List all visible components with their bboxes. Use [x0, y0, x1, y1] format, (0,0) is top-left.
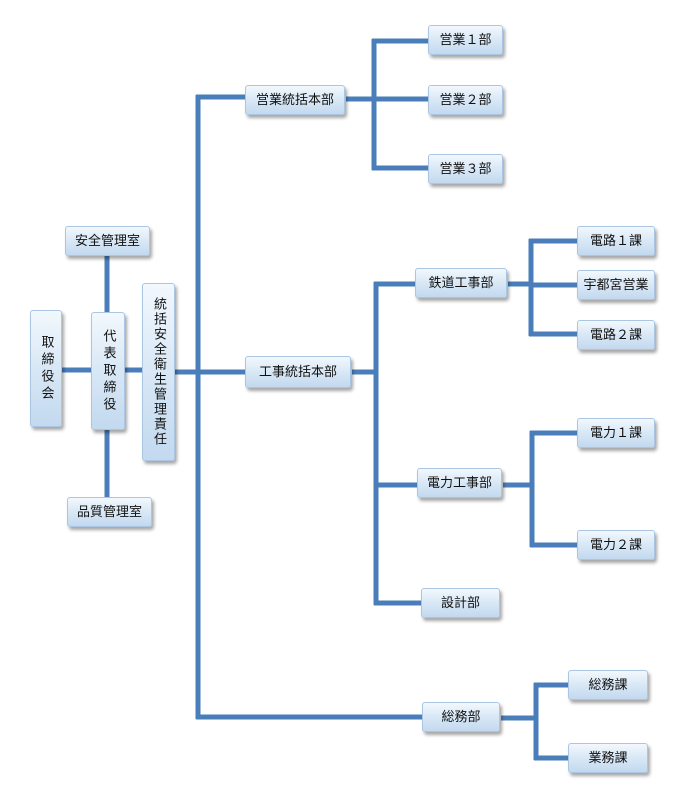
board-box: 取締役会: [30, 310, 62, 427]
power-section-1-box: 電力１課: [577, 418, 655, 448]
safety-manager-label: 統括安全衛生管理責任: [151, 297, 166, 447]
power-section-2-label: 電力２課: [589, 537, 642, 553]
power-dept-box: 電力工事部: [417, 468, 502, 498]
board-label: 取締役会: [38, 334, 54, 403]
power-dept-label: 電力工事部: [426, 475, 492, 491]
safety-office-box: 安全管理室: [65, 226, 150, 256]
railway-dept-box: 鉄道工事部: [415, 268, 507, 298]
railway-section-3-label: 電路２課: [589, 327, 642, 343]
sales-hq-label: 営業統括本部: [255, 92, 334, 108]
president-box: 代表取締役: [91, 312, 125, 430]
general-affairs-box: 総務部: [422, 702, 500, 732]
sales-dept-1-label: 営業１部: [439, 32, 492, 48]
railway-dept-label: 鉄道工事部: [428, 275, 494, 291]
railway-section-3-box: 電路２課: [577, 320, 655, 350]
power-section-2-box: 電力２課: [577, 530, 655, 560]
quality-office-label: 品質管理室: [76, 504, 142, 520]
railway-section-1-label: 電路１課: [589, 233, 642, 249]
railway-section-1-box: 電路１課: [577, 226, 655, 256]
quality-office-box: 品質管理室: [67, 497, 152, 527]
general-section-1-label: 総務課: [588, 677, 628, 693]
sales-hq-box: 営業統括本部: [245, 85, 345, 115]
construction-hq-box: 工事統括本部: [245, 356, 351, 388]
general-section-2-box: 業務課: [568, 743, 648, 773]
design-dept-label: 設計部: [440, 595, 480, 611]
sales-dept-2-label: 営業２部: [439, 92, 492, 108]
safety-manager-box: 統括安全衛生管理責任: [142, 283, 175, 461]
general-section-2-label: 業務課: [588, 750, 628, 766]
power-section-1-label: 電力１課: [589, 425, 642, 441]
construction-hq-label: 工事統括本部: [258, 364, 337, 380]
sales-dept-1-box: 営業１部: [428, 25, 503, 55]
railway-section-2-box: 宇都宮営業: [577, 270, 655, 300]
general-affairs-label: 総務部: [441, 709, 481, 725]
design-dept-box: 設計部: [421, 588, 500, 618]
safety-office-label: 安全管理室: [74, 233, 140, 249]
sales-dept-2-box: 営業２部: [428, 85, 503, 115]
railway-section-2-label: 宇都宮営業: [583, 277, 649, 293]
sales-dept-3-label: 営業３部: [439, 161, 492, 177]
sales-dept-3-box: 営業３部: [428, 154, 503, 184]
general-section-1-box: 総務課: [568, 670, 648, 700]
president-label: 代表取締役: [100, 328, 116, 414]
